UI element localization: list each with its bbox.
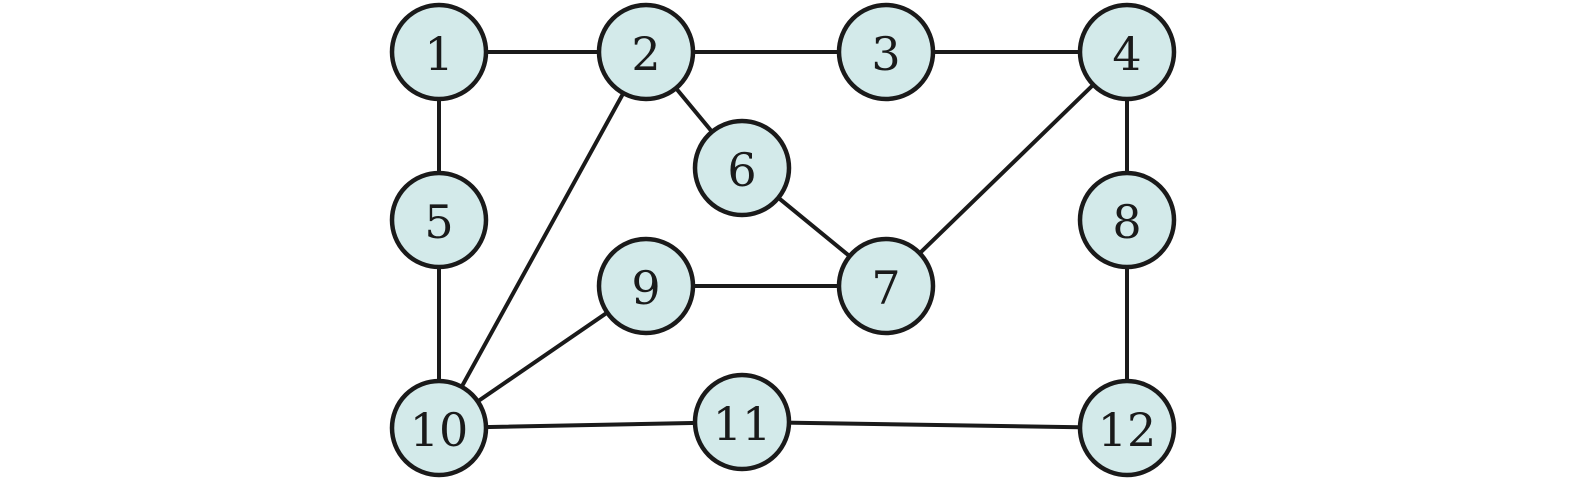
node-label-5: 5 — [424, 195, 453, 249]
node-5: 5 — [389, 170, 489, 270]
node-label-7: 7 — [871, 261, 900, 315]
edges-layer — [437, 50, 1129, 430]
node-label-9: 9 — [631, 261, 660, 315]
node-label-8: 8 — [1112, 195, 1141, 249]
node-circle-10 — [389, 378, 489, 478]
node-1: 1 — [389, 2, 489, 102]
node-circle-8 — [1077, 170, 1177, 270]
node-label-2: 2 — [631, 27, 660, 81]
node-label-1: 1 — [424, 27, 453, 81]
node-label-3: 3 — [871, 27, 900, 81]
node-circle-2 — [596, 2, 696, 102]
node-8: 8 — [1077, 170, 1177, 270]
node-circle-1 — [389, 2, 489, 102]
node-circle-3 — [836, 2, 936, 102]
edge-2-10 — [437, 50, 648, 430]
node-11: 11 — [692, 372, 792, 472]
node-10: 10 — [389, 378, 489, 478]
node-circle-6 — [692, 118, 792, 218]
node-label-4: 4 — [1112, 27, 1141, 81]
node-6: 6 — [692, 118, 792, 218]
node-label-6: 6 — [727, 143, 756, 197]
node-9: 9 — [596, 236, 696, 336]
edge-11-12 — [740, 420, 1129, 430]
node-12: 12 — [1077, 378, 1177, 478]
node-circle-4 — [1077, 2, 1177, 102]
node-circle-7 — [836, 236, 936, 336]
node-4: 4 — [1077, 2, 1177, 102]
node-3: 3 — [836, 2, 936, 102]
node-circle-12 — [1077, 378, 1177, 478]
node-circle-5 — [389, 170, 489, 270]
node-7: 7 — [836, 236, 936, 336]
node-circle-9 — [596, 236, 696, 336]
edge-4-7 — [884, 50, 1129, 288]
node-label-12: 12 — [1098, 403, 1157, 457]
edge-10-11 — [437, 420, 744, 430]
node-label-11: 11 — [713, 397, 772, 451]
node-circle-11 — [692, 372, 792, 472]
node-label-10: 10 — [410, 403, 469, 457]
node-2: 2 — [596, 2, 696, 102]
